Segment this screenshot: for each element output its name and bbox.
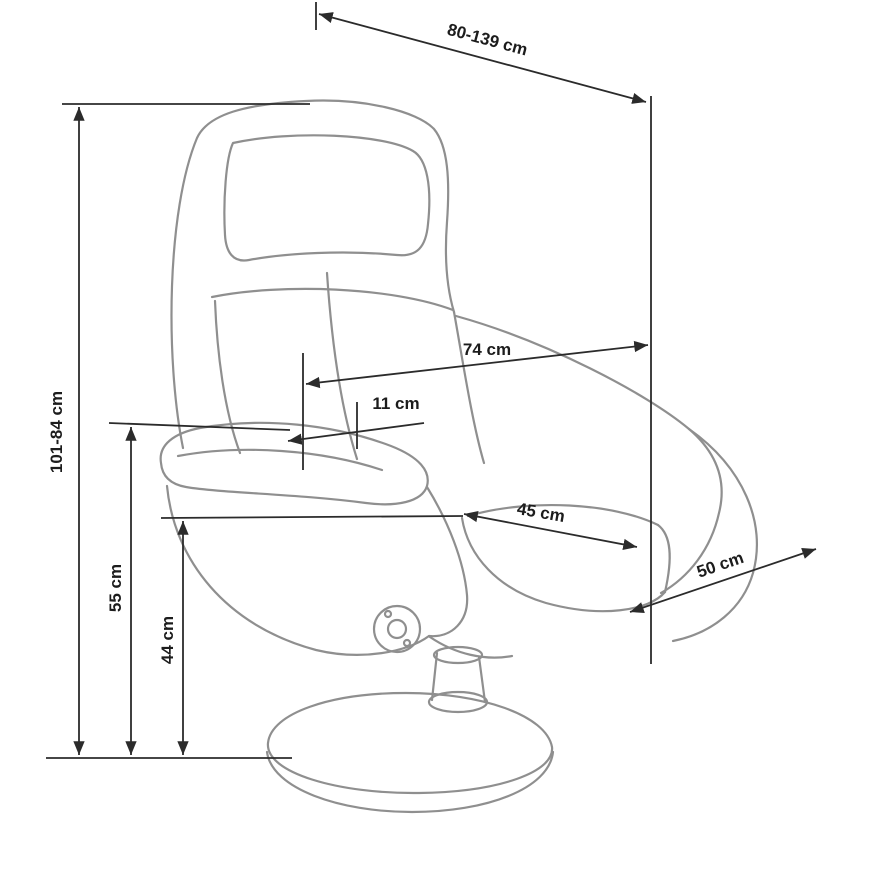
chair-recline-knob <box>372 604 422 654</box>
chair-shoulder-seam <box>210 287 455 312</box>
seat-height-label: 44 cm <box>158 616 177 664</box>
chair-seat-top <box>466 503 660 527</box>
seat-width-label: 45 cm <box>516 499 567 526</box>
chair-pedestal-right <box>477 655 487 704</box>
dimension-line-armrest-offset <box>287 422 425 445</box>
extension-line-armrest-top <box>108 422 291 431</box>
chair-mechanism-line <box>428 635 514 659</box>
dimension-line-seat-width <box>463 511 638 550</box>
chair-knob-detail-top <box>383 609 393 619</box>
dimension-armrest-height: 55 cm <box>106 422 291 755</box>
chair-armrest-front-edge <box>425 485 469 638</box>
dimension-line-seat-depth <box>629 548 817 613</box>
chair-armrest-piping <box>176 448 384 472</box>
dimension-overall-width: 74 cm <box>302 340 649 470</box>
chair-pedestal-top <box>432 645 484 665</box>
chair-base-rim <box>265 750 555 814</box>
chair-seat-right-piping <box>656 523 671 594</box>
dimension-seat-height: 44 cm <box>158 515 464 755</box>
dimension-seat-depth: 50 cm <box>629 548 817 613</box>
dimension-line-recline-length <box>318 12 647 104</box>
chair-seat-front <box>460 516 667 613</box>
chair-knob-detail-bottom <box>402 638 412 648</box>
chair-base-top <box>266 691 554 795</box>
dimension-height-range: 101-84 cm <box>46 103 310 759</box>
chair-left-bolster-seam <box>213 299 242 455</box>
armrest-offset-label: 11 cm <box>372 394 419 413</box>
overall-width-label: 74 cm <box>463 340 511 359</box>
chair-back-right-edge <box>452 310 486 465</box>
chair-recline-knob-center <box>386 618 408 640</box>
dimension-seat-width: 45 cm <box>463 499 638 550</box>
armrest-height-label: 55 cm <box>106 564 125 612</box>
extension-line-seat-top <box>160 515 464 519</box>
chair-headrest-panel <box>223 134 431 262</box>
recline-length-label: 80-139 cm <box>445 20 529 60</box>
dimension-armrest-offset: 11 cm <box>287 394 425 449</box>
dimension-line-overall-width <box>305 340 649 389</box>
recliner-chair-drawing <box>159 99 758 814</box>
chair-armrest-side-panel <box>165 484 431 656</box>
height-range-label: 101-84 cm <box>47 391 66 473</box>
chair-pedestal-left <box>430 651 439 702</box>
chair-armrest-pad <box>159 421 429 506</box>
